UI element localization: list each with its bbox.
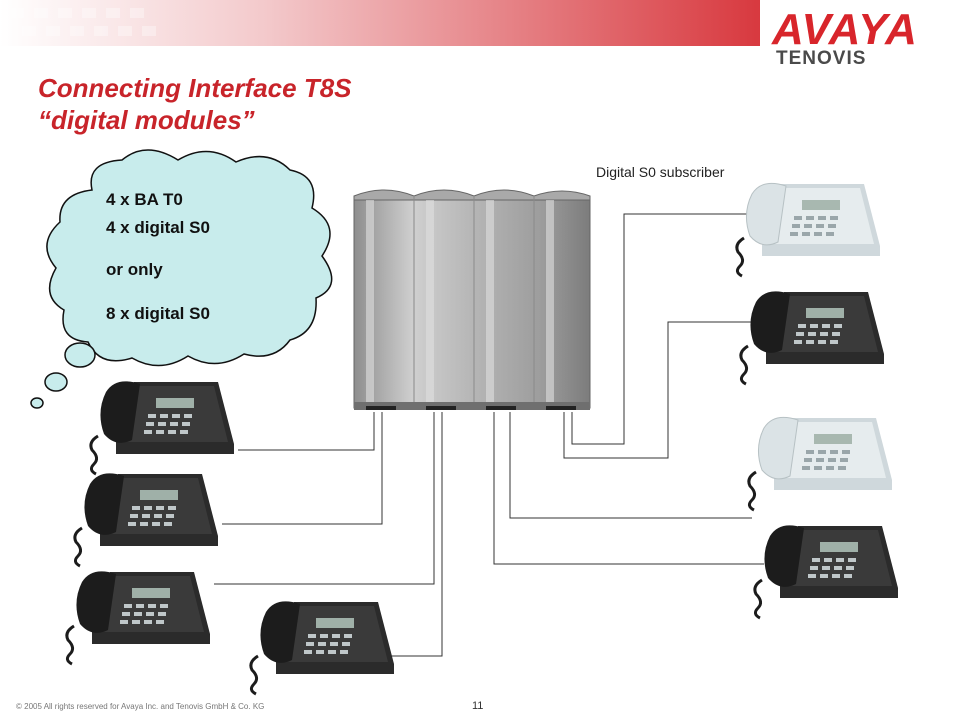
cloud-line-ba-t0: 4 x BA T0 — [106, 190, 183, 209]
footer-copyright: © 2005 All rights reserved for Avaya Inc… — [16, 702, 265, 711]
slide-title-line2: “digital modules” — [38, 105, 255, 135]
cloud-bubble-medium — [44, 372, 68, 392]
phone-bottom-center — [249, 599, 396, 696]
slide-title-line1: Connecting Interface T8S — [38, 73, 352, 103]
subscriber-label: Digital S0 subscriber — [596, 164, 725, 180]
phone-right-3-light — [747, 415, 894, 512]
thought-cloud — [30, 149, 333, 409]
phone-right-1-light — [735, 181, 882, 278]
header-gradient-bar — [0, 0, 760, 46]
page-number: 11 — [472, 700, 484, 712]
logo-sub-text: TENOVIS — [776, 48, 867, 69]
phone-left-1 — [89, 379, 236, 476]
phone-left-2 — [73, 471, 220, 568]
slide-title: Connecting Interface T8S “digital module… — [38, 72, 558, 136]
cloud-bubble-small — [30, 397, 44, 409]
phone-left-3 — [65, 569, 212, 666]
logo-main-text: AVAYA — [772, 5, 918, 54]
phone-right-2 — [739, 289, 886, 386]
avaya-tenovis-logo: AVAYA TENOVIS — [772, 5, 948, 70]
cloud-line-digital-s0: 4 x digital S0 — [106, 218, 210, 237]
t8s-module-panel — [353, 189, 591, 410]
cloud-line-or-only: or only — [106, 260, 163, 279]
cloud-line-8x-digital-s0: 8 x digital S0 — [106, 304, 210, 323]
cloud-bubble-large — [64, 342, 96, 368]
phone-right-4 — [753, 523, 900, 620]
header-pattern — [10, 8, 156, 36]
